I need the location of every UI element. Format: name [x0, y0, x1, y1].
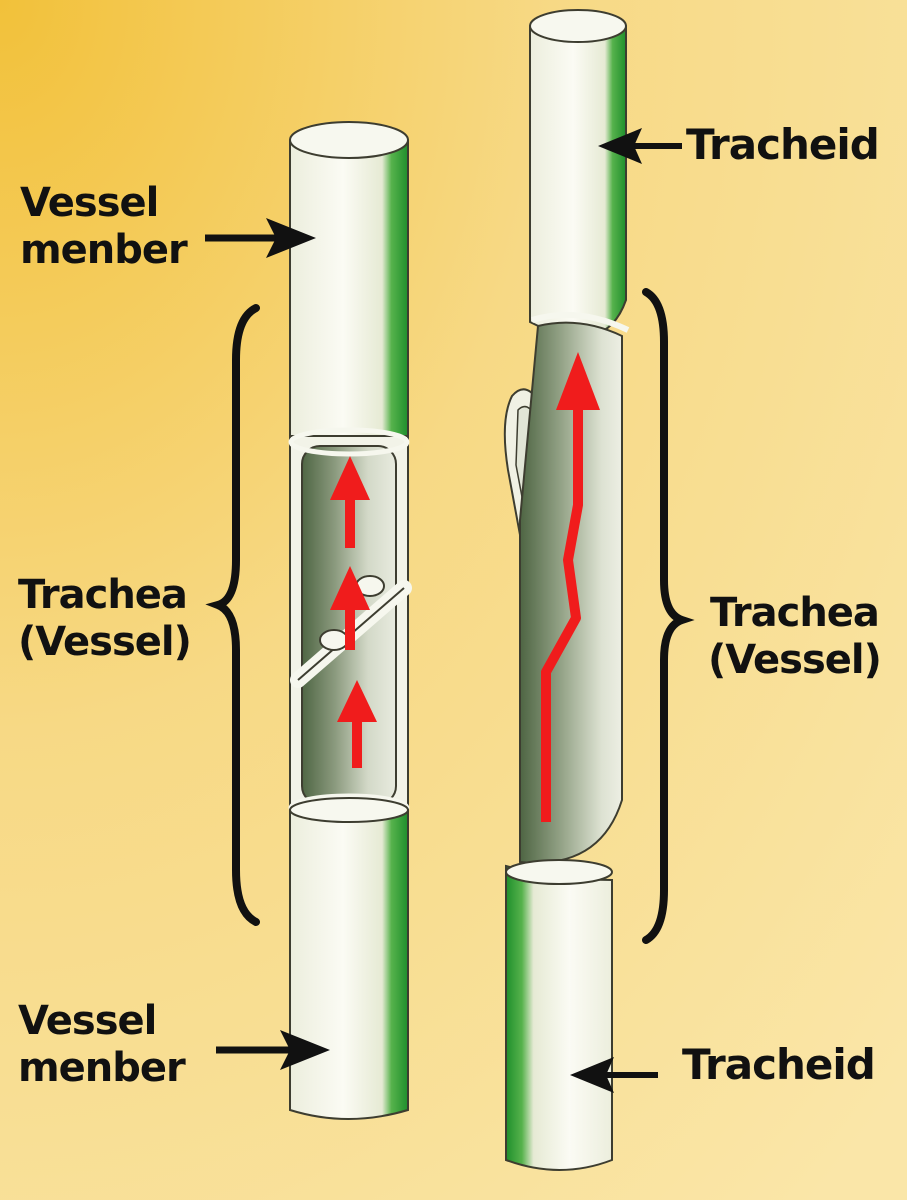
- label-vessel-member-top: Vessel menber: [20, 180, 188, 274]
- vessel-member-bottom: [289, 797, 409, 1120]
- vessel-column: [288, 121, 412, 1120]
- label-line: (Vessel): [708, 637, 882, 684]
- pointer-arrow-tracheid-top: [598, 128, 682, 164]
- pointer-arrow-vessel-top: [205, 218, 316, 258]
- label-vessel-member-bottom: Vessel menber: [18, 998, 186, 1092]
- flow-arrow: [330, 456, 370, 548]
- water-flow-arrow-tracheid: [541, 352, 600, 822]
- brace-left: [205, 304, 260, 926]
- label-line: menber: [18, 1045, 186, 1092]
- label-line: Trachea: [18, 572, 188, 618]
- label-trachea-right: Trachea (Vessel): [708, 590, 882, 684]
- flow-arrow: [337, 680, 377, 768]
- water-flow-arrows-vessel: [330, 456, 377, 768]
- tracheid-top: [529, 9, 627, 338]
- label-line: menber: [20, 227, 188, 274]
- pointer-arrow-tracheid-bottom: [570, 1057, 658, 1093]
- tracheid-column: [503, 9, 630, 1171]
- flow-arrow: [330, 566, 370, 650]
- label-trachea-left: Trachea (Vessel): [18, 572, 192, 666]
- label-line: Vessel: [18, 998, 157, 1044]
- label-line: (Vessel): [18, 619, 192, 666]
- pointer-arrow-vessel-bottom: [216, 1030, 330, 1070]
- label-line: Vessel: [20, 180, 159, 226]
- tracheid-bottom: [505, 859, 613, 1171]
- label-tracheid-bottom: Tracheid: [682, 1040, 876, 1089]
- label-line: Trachea: [710, 590, 880, 636]
- vessel-member-top: [289, 121, 409, 441]
- pointer-arrows: [205, 128, 682, 1093]
- label-tracheid-top: Tracheid: [686, 120, 880, 169]
- brace-right: [642, 288, 695, 944]
